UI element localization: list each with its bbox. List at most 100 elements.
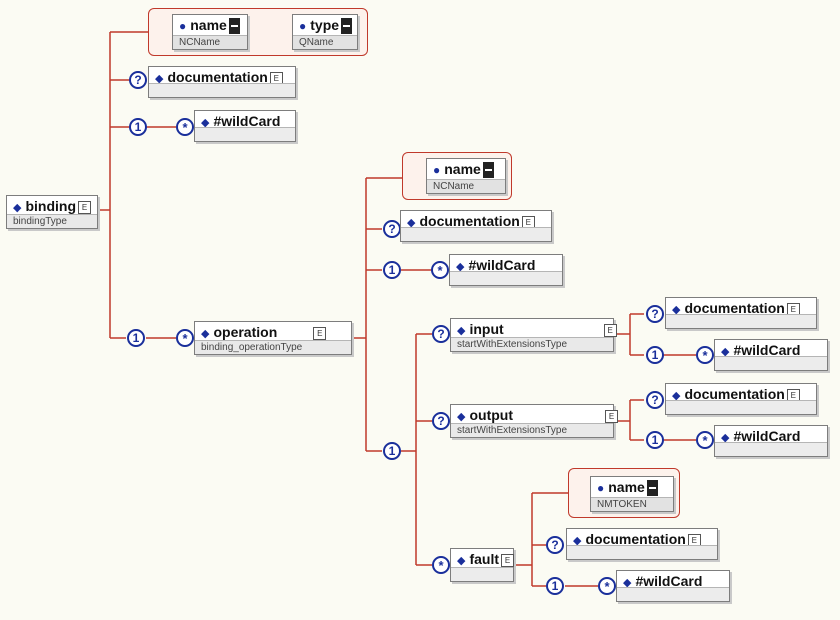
cardinality-optional-icon: ? [383,220,401,238]
cardinality-one-icon: 1 [127,329,145,347]
attribute-dot-icon: ● [299,19,307,33]
complex-type-icon: E [605,409,618,423]
complex-type-icon: E [78,200,92,214]
cardinality-many-icon: * [176,329,194,347]
attribute-type: NCName [173,35,247,49]
output-element[interactable]: ◆output E startWithExtensionsType [450,404,618,438]
cardinality-optional-icon: ? [129,71,147,89]
element-diamond-icon: ◆ [573,535,582,547]
complex-type-icon: E [603,323,617,337]
cardinality-one-icon: 1 [646,431,664,449]
element-type [451,567,513,581]
element-diamond-icon: ◆ [672,390,681,402]
element-diamond-icon: ◆ [623,577,632,589]
element-type: startWithExtensionsType [451,337,613,351]
attribute-label: name [444,161,481,177]
element-type [666,400,816,414]
element-diamond-icon: ◆ [201,328,210,340]
collapse-icon[interactable] [228,18,240,35]
cardinality-optional-icon: ? [432,412,450,430]
element-diamond-icon: ◆ [721,432,730,444]
cardinality-one-icon: 1 [383,442,401,460]
element-name: input [469,321,504,337]
element-diamond-icon: ◆ [457,411,466,423]
attribute-type: QName [293,35,357,49]
collapse-icon[interactable] [482,162,494,179]
attribute-dot-icon: ● [433,163,441,177]
cardinality-one-icon: 1 [129,118,147,136]
element-name: output [469,407,513,423]
element-diamond-icon: ◆ [456,261,465,273]
element-name: documentation [419,213,520,229]
element-type: startWithExtensionsType [451,423,613,437]
wildcard-element[interactable]: ◆#wildCard [714,425,828,457]
input-element[interactable]: ◆input E startWithExtensionsType [450,318,617,352]
cardinality-many-icon: * [431,261,449,279]
cardinality-optional-icon: ? [546,536,564,554]
element-diamond-icon: ◆ [457,325,466,337]
attribute-type: NMTOKEN [591,497,673,511]
element-name: #wildCard [213,113,281,129]
attribute-dot-icon: ● [597,481,605,495]
element-diamond-icon: ◆ [155,73,164,85]
wildcard-element[interactable]: ◆#wildCard [449,254,563,286]
collapse-icon[interactable] [646,480,658,497]
cardinality-optional-icon: ? [646,391,664,409]
element-diamond-icon: ◆ [721,346,730,358]
element-diamond-icon: ◆ [457,555,466,567]
wildcard-element[interactable]: ◆#wildCard [616,570,730,602]
element-name: #wildCard [733,342,801,358]
element-name: documentation [684,300,785,316]
attribute-label: name [190,17,227,33]
wildcard-element[interactable]: ◆#wildCard [714,339,828,371]
wildcard-element[interactable]: ◆#wildCard [194,110,296,142]
attribute-type: NCName [427,179,505,193]
element-type: bindingType [7,214,97,228]
element-name: operation [213,324,278,340]
element-name: documentation [585,531,686,547]
cardinality-one-icon: 1 [383,261,401,279]
complex-type-icon: E [501,553,515,567]
element-name: fault [469,551,500,567]
element-type [666,314,816,328]
element-name: #wildCard [468,257,536,273]
cardinality-many-icon: * [696,431,714,449]
cardinality-optional-icon: ? [432,325,450,343]
element-diamond-icon: ◆ [201,117,210,129]
attribute-type-node[interactable]: ●type QName [292,14,358,50]
element-type [617,587,729,601]
attribute-label: type [310,17,340,33]
element-name: #wildCard [733,428,801,444]
element-diamond-icon: ◆ [13,202,22,214]
cardinality-one-icon: 1 [546,577,564,595]
element-type [715,442,827,456]
element-type [195,127,295,141]
element-type [149,83,295,97]
element-type [450,271,562,285]
element-name: binding [25,198,77,214]
element-name: #wildCard [635,573,703,589]
complex-type-icon: E [313,326,327,340]
element-type [401,227,551,241]
element-diamond-icon: ◆ [407,217,416,229]
cardinality-many-icon: * [696,346,714,364]
attribute-label: name [608,479,645,495]
cardinality-many-icon: * [176,118,194,136]
collapse-icon[interactable] [341,18,353,35]
element-diamond-icon: ◆ [672,304,681,316]
attribute-name[interactable]: ●name NMTOKEN [590,476,674,512]
cardinality-many-icon: * [598,577,616,595]
attribute-name[interactable]: ●name NCName [172,14,248,50]
element-type [715,356,827,370]
attribute-name[interactable]: ●name NCName [426,158,506,194]
cardinality-one-icon: 1 [646,346,664,364]
